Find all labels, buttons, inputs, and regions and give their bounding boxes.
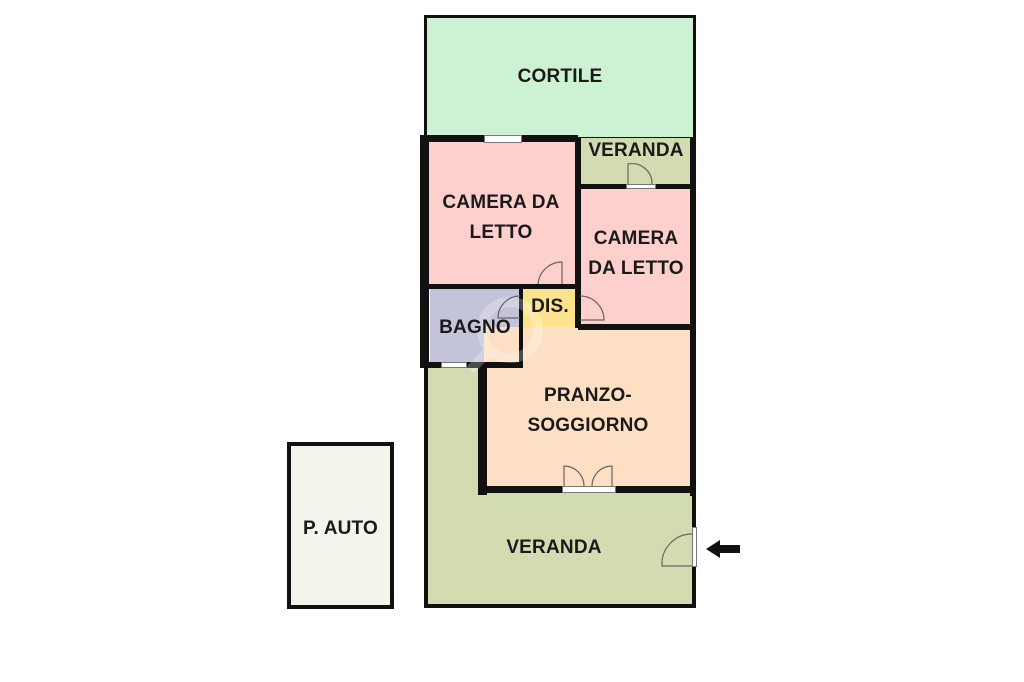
door-pranzo-right [591, 465, 613, 487]
wall-veranda-left [424, 366, 428, 608]
watermark [466, 297, 543, 374]
room-camera-2 [580, 188, 692, 326]
door-bagno [497, 295, 521, 319]
arrow-left-icon [706, 540, 740, 558]
label-veranda-bottom: VERANDA [506, 537, 602, 558]
window-entrance [692, 527, 697, 567]
room-veranda-bottom [426, 491, 696, 607]
wall-camera-2-bottom [578, 324, 692, 330]
label-camera-1: CAMERA DA LETTO [442, 192, 560, 243]
label-pranzo: PRANZO- SOGGIORNO [527, 385, 649, 436]
door-camera-1 [537, 261, 563, 285]
label-dis: DIS. [531, 296, 569, 317]
room-veranda-bottom-strip [426, 366, 484, 496]
wall-outer-left-upper [420, 138, 429, 366]
label-camera-2: CAMERA DA LETTO [588, 228, 684, 279]
room-cortile [424, 15, 696, 140]
door-pranzo-left [563, 465, 585, 487]
room-dis [521, 287, 579, 327]
door-veranda-top [627, 163, 653, 185]
window-veranda-top [626, 184, 656, 189]
wall-right-outer [690, 138, 696, 496]
wall-bagno-bottom [420, 362, 523, 368]
door-entrance [661, 533, 693, 567]
room-p-auto [287, 442, 394, 609]
wall-pranzo-left [478, 362, 487, 495]
wall-camera-1-right [575, 138, 581, 328]
label-veranda-top: VERANDA [588, 140, 684, 161]
label-bagno: BAGNO [439, 317, 511, 338]
door-camera-2 [579, 295, 605, 321]
wall-bagno-right [519, 287, 523, 367]
room-veranda-top [580, 138, 694, 186]
label-cortile: CORTILE [517, 66, 603, 87]
wall-camera-1-bottom [428, 284, 578, 289]
label-p-auto: P. AUTO [303, 518, 378, 539]
wall-veranda-bottom [424, 604, 696, 608]
window-pranzo [562, 486, 616, 493]
room-camera-1 [428, 140, 578, 286]
room-pranzo [484, 327, 692, 489]
window-bagno [441, 362, 467, 368]
window-camera-1 [484, 135, 522, 143]
